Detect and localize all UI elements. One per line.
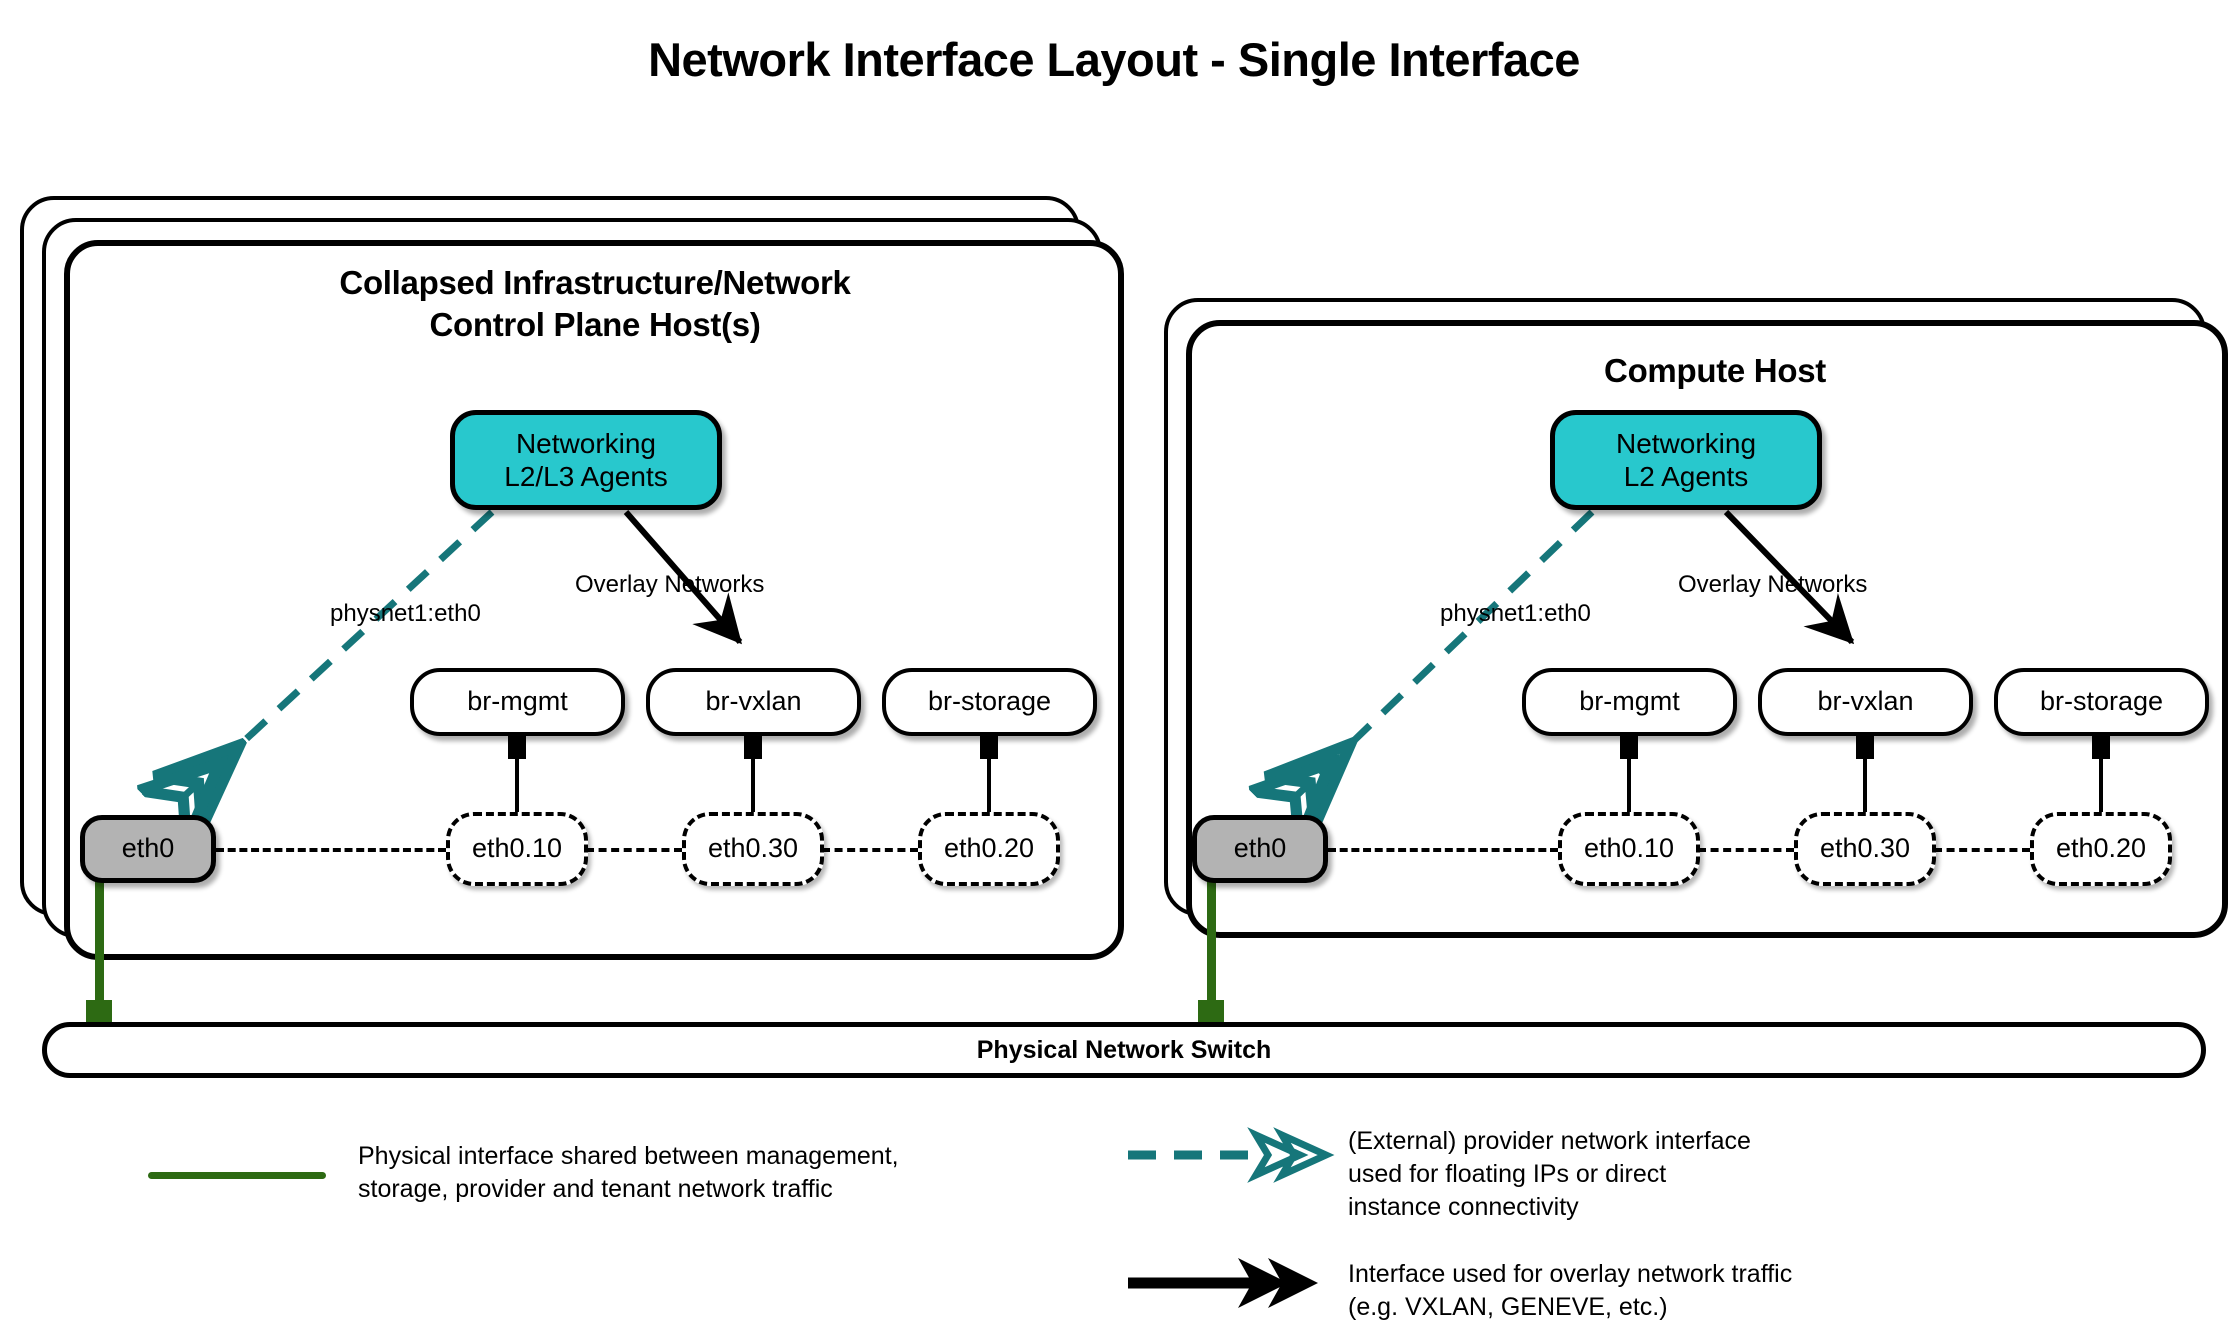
control-plane-bridge-br-storage[interactable]: br-storage [882,668,1097,736]
compute-stem-br-storage [2099,735,2103,829]
control-plane-stem-br-vxlan [751,735,755,829]
legend-provider-text: (External) provider network interface us… [1348,1127,1751,1221]
control-plane-vlan-bus-3 [822,848,918,852]
compute-provider-edge-label: physnet1:eth0 [1440,600,1591,627]
compute-stem-cap-br-mgmt [1620,735,1638,759]
compute-overlay-edge-label: Overlay Networks [1678,571,1868,598]
compute-stem-cap-br-vxlan [1856,735,1874,759]
control-plane-overlay-edge-label: Overlay Networks [575,571,765,598]
control-plane-stem-br-mgmt [515,735,519,829]
compute-networking-agents[interactable]: Networking L2 Agents [1550,410,1822,510]
legend-physical-marker-icon [148,1172,326,1179]
compute-physical-nic-eth0[interactable]: eth0 [1192,815,1328,883]
control-plane-networking-agents[interactable]: Networking L2/L3 Agents [450,410,722,510]
control-plane-vlan-eth0-20[interactable]: eth0.20 [918,812,1060,886]
legend-overlay-arrowhead-icon [1238,1258,1318,1308]
compute-physical-link [1207,880,1216,1014]
compute-stem-br-vxlan [1863,735,1867,829]
compute-host-title: Compute Host [1604,352,1826,389]
control-plane-provider-edge-label: physnet1:eth0 [330,600,481,627]
legend-overlay-text: Interface used for overlay network traff… [1348,1260,1793,1321]
control-plane-stem-cap-br-storage [980,735,998,759]
compute-bridge-br-vxlan[interactable]: br-vxlan [1758,668,1973,736]
compute-stem-br-mgmt [1627,735,1631,829]
control-plane-stem-cap-br-vxlan [744,735,762,759]
diagram-title: Network Interface Layout - Single Interf… [648,33,1580,86]
compute-vlan-bus-1 [1328,848,1558,852]
control-plane-host-title: Collapsed Infrastructure/Network Control… [339,264,851,344]
compute-bridge-br-mgmt[interactable]: br-mgmt [1522,668,1737,736]
compute-vlan-eth0-20[interactable]: eth0.20 [2030,812,2172,886]
compute-vlan-bus-2 [1698,848,1794,852]
compute-stem-cap-br-storage [2092,735,2110,759]
control-plane-vlan-bus-1 [216,848,446,852]
control-plane-vlan-eth0-10[interactable]: eth0.10 [446,812,588,886]
control-plane-stem-cap-br-mgmt [508,735,526,759]
compute-physical-link-cap [1198,1000,1224,1026]
control-plane-vlan-eth0-30[interactable]: eth0.30 [682,812,824,886]
compute-bridge-br-storage[interactable]: br-storage [1994,668,2209,736]
compute-vlan-eth0-10[interactable]: eth0.10 [1558,812,1700,886]
compute-vlan-eth0-30[interactable]: eth0.30 [1794,812,1936,886]
legend-physical-text: Physical interface shared between manage… [358,1142,899,1203]
control-plane-physical-nic-eth0[interactable]: eth0 [80,815,216,883]
compute-vlan-bus-3 [1934,848,2030,852]
physical-network-switch[interactable]: Physical Network Switch [42,1022,2206,1078]
control-plane-vlan-bus-2 [586,848,682,852]
control-plane-bridge-br-mgmt[interactable]: br-mgmt [410,668,625,736]
control-plane-physical-link [95,880,104,1014]
control-plane-bridge-br-vxlan[interactable]: br-vxlan [646,668,861,736]
legend-provider-arrowhead-icon [1247,1127,1335,1183]
control-plane-physical-link-cap [86,1000,112,1026]
control-plane-stem-br-storage [987,735,991,829]
